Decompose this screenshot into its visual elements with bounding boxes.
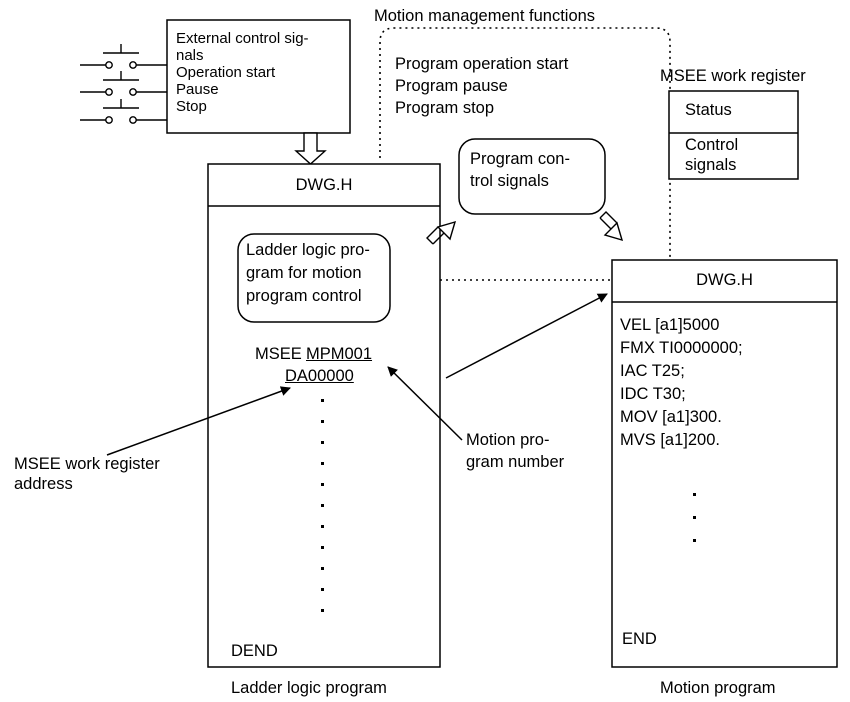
motion-code-line-3: IAC T25;	[620, 362, 685, 380]
external-signals-box	[166, 19, 351, 134]
work-register-box	[668, 90, 799, 180]
switch-symbols	[80, 44, 167, 124]
motion-header-title: DWG.H	[696, 271, 753, 289]
status-label: Status	[685, 101, 732, 119]
ladder-note-line-2: gram for motion	[246, 264, 362, 282]
program-control-line-2: trol signals	[470, 172, 549, 190]
ladder-note-box	[237, 233, 391, 323]
motion-end-label: END	[622, 630, 657, 648]
ladder-caption: Ladder logic program	[231, 679, 387, 697]
ladder-to-control-arrow	[426, 220, 457, 245]
program-pause-label: Program pause	[395, 77, 508, 95]
program-stop-label: Program stop	[395, 99, 495, 117]
pause-label: Pause	[176, 81, 219, 98]
motion-code-line-6: MVS [a1]200.	[620, 431, 720, 449]
program-control-box	[458, 138, 606, 215]
program-number-line-2: gram number	[466, 453, 565, 471]
ladder-note-line-1: Ladder logic pro-	[246, 241, 370, 259]
signals-down-arrow	[294, 132, 327, 165]
program-control-line-1: Program con-	[470, 150, 570, 168]
motion-management-dotted-path	[379, 27, 671, 260]
ladder-note-line-3: program control	[246, 287, 362, 305]
motion-program-box	[611, 259, 838, 668]
program-number-arrow	[387, 366, 463, 441]
stop-label: Stop	[176, 98, 207, 115]
external-signals-line-2: nals	[176, 47, 204, 64]
mpm-operand: MPM001	[306, 345, 373, 363]
msee-instruction: MSEE	[255, 345, 302, 363]
ladder-end-label: DEND	[231, 642, 278, 660]
motion-code-line-2: FMX TI0000000;	[620, 339, 743, 357]
motion-code-line-4: IDC T30;	[620, 385, 686, 403]
da-operand: DA00000	[285, 367, 354, 385]
ladder-header-title: DWG.H	[295, 176, 353, 194]
address-arrow	[106, 386, 291, 456]
address-annotation-line-2: address	[14, 475, 73, 493]
motion-code-line-1: VEL [a1]5000	[620, 316, 720, 334]
control-signals-line-2: signals	[685, 156, 737, 174]
external-signals-line-1: External control sig-	[176, 30, 309, 47]
work-register-title: MSEE work register	[660, 67, 806, 85]
motion-code-line-5: MOV [a1]300.	[620, 408, 722, 426]
program-operation-start-label: Program operation start	[395, 55, 569, 73]
motion-caption: Motion program	[660, 679, 776, 697]
control-to-motion-arrow	[599, 211, 624, 242]
motion-functions-label: Motion management functions	[374, 7, 596, 25]
control-signals-line-1: Control	[685, 136, 739, 154]
ladder-vertical-dots	[321, 399, 324, 612]
address-annotation-line-1: MSEE work register	[14, 455, 160, 473]
mpm-to-motion-arrow	[445, 293, 608, 379]
program-number-line-1: Motion pro-	[466, 431, 550, 449]
operation-start-label: Operation start	[176, 64, 276, 81]
motion-vertical-dots	[693, 493, 696, 542]
